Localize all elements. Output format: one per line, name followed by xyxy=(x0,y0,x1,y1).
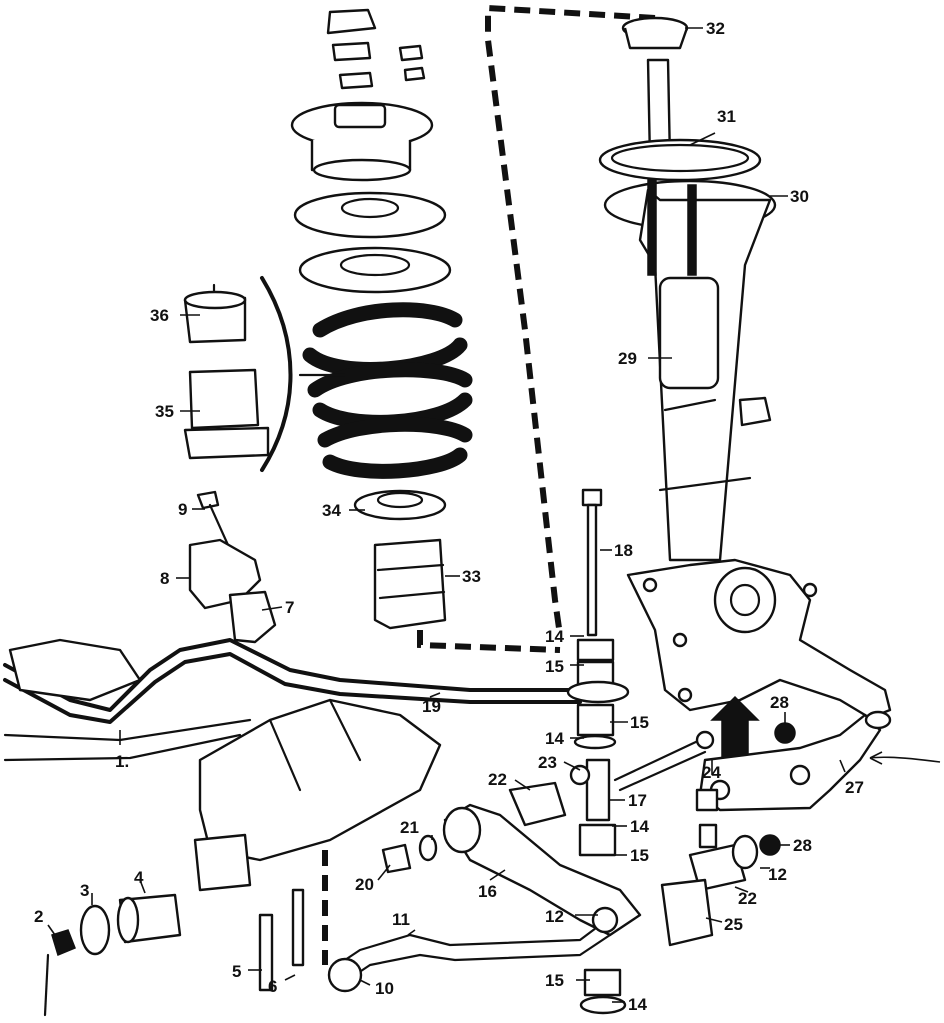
hardware-pieces xyxy=(43,488,796,1017)
callout-14a: 14 xyxy=(545,627,564,646)
callout-34: 34 xyxy=(322,501,341,520)
callout-9: 9 xyxy=(178,500,187,519)
callout-16: 16 xyxy=(478,882,497,901)
callout-21: 21 xyxy=(400,818,419,837)
callout-7: 7 xyxy=(285,598,294,617)
callout-24: 24 xyxy=(702,763,721,782)
callout-12a: 12 xyxy=(545,907,564,926)
leader-lines xyxy=(47,27,941,1003)
assembly-guide-line xyxy=(322,4,656,965)
callout-15d: 15 xyxy=(545,971,564,990)
bushing-detail xyxy=(183,276,347,472)
anti-roll-bar xyxy=(3,638,582,724)
callout-18: 18 xyxy=(614,541,633,560)
callout-36: 36 xyxy=(150,306,169,325)
callout-30: 30 xyxy=(790,187,809,206)
callout-labels: 1. 2 3 4 5 6 7 8 9 10 11 12 12 14 14 14 … xyxy=(34,19,864,1014)
subframe xyxy=(3,638,442,892)
callout-8: 8 xyxy=(160,569,169,588)
callout-32: 32 xyxy=(706,19,725,38)
callout-17: 17 xyxy=(628,791,647,810)
callout-5: 5 xyxy=(232,962,241,981)
callout-28b: 28 xyxy=(793,836,812,855)
callout-23: 23 xyxy=(538,753,557,772)
strut-assembly xyxy=(598,16,892,812)
callout-35: 35 xyxy=(155,402,174,421)
callout-1: 1. xyxy=(115,752,129,771)
callout-28a: 28 xyxy=(770,693,789,712)
callout-19: 19 xyxy=(422,697,441,716)
callout-6: 6 xyxy=(268,977,277,996)
callout-31: 31 xyxy=(717,107,736,126)
anti-roll-bar-mount xyxy=(188,490,277,644)
callout-14d: 14 xyxy=(628,995,647,1014)
callout-15c: 15 xyxy=(630,846,649,865)
callout-4: 4 xyxy=(134,868,144,887)
callout-14b: 14 xyxy=(545,729,564,748)
callout-22b: 22 xyxy=(738,889,757,908)
callout-33: 33 xyxy=(462,567,481,586)
callout-2: 2 xyxy=(34,907,43,926)
callout-3: 3 xyxy=(80,881,89,900)
callout-25: 25 xyxy=(724,915,743,934)
callout-15b: 15 xyxy=(630,713,649,732)
callout-11: 11 xyxy=(392,910,410,929)
callout-29: 29 xyxy=(618,349,637,368)
callout-20: 20 xyxy=(355,875,374,894)
callout-12b: 12 xyxy=(768,865,787,884)
callout-10: 10 xyxy=(375,979,394,998)
coil-spring-assembly xyxy=(290,8,473,630)
callout-22a: 22 xyxy=(488,770,507,789)
callout-14c: 14 xyxy=(630,817,649,836)
lower-control-arm xyxy=(327,738,707,993)
callout-27: 27 xyxy=(845,778,864,797)
callout-15a: 15 xyxy=(545,657,564,676)
